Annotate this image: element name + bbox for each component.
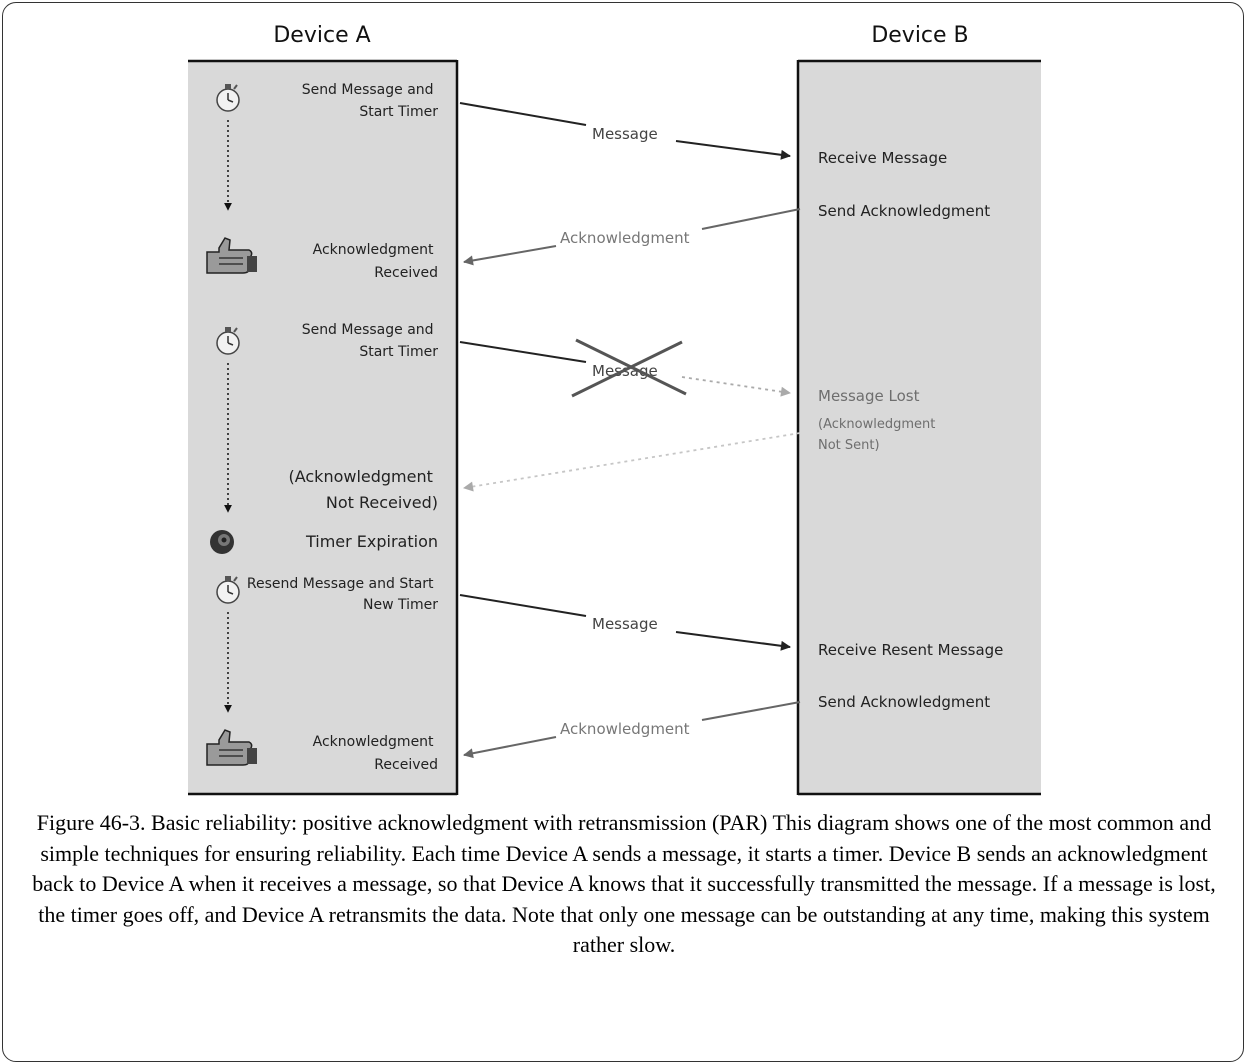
cross-mark [571, 340, 683, 398]
thumbs-up-icon [206, 237, 257, 274]
event-ack-received-label: Acknowledgment Received [313, 242, 438, 281]
message-arrow-label: Message [592, 615, 658, 633]
event-send-message-label: Send Message and Start Timer [302, 82, 439, 120]
device-b-title: Device B [871, 23, 968, 48]
missing-ack-arrow [463, 432, 801, 492]
ack-arrow-label: Acknowledgment [560, 720, 690, 738]
stopwatch-icon [216, 84, 240, 112]
event-ack-not-sent-label: (Acknowledgment Not Sent) [818, 417, 940, 453]
device-b-lane [796, 59, 1041, 796]
event-send-ack-label: Send Acknowledgment [818, 202, 990, 220]
figure-caption: Figure 46-3. Basic reliability: positive… [32, 810, 1216, 957]
event-send-ack-label: Send Acknowledgment [818, 693, 990, 711]
thumbs-up-icon [206, 729, 257, 766]
stopwatch-icon [216, 576, 240, 604]
event-ack-not-received-label: (Acknowledgment Not Received) [288, 467, 438, 512]
lost-message-arrow: Message [459, 338, 791, 398]
timer-expired-icon [210, 530, 234, 554]
ack-arrow: Acknowledgment [463, 208, 801, 266]
device-a-title: Device A [273, 23, 370, 48]
event-receive-resent-label: Receive Resent Message [818, 641, 1003, 659]
event-ack-received-label: Acknowledgment Received [313, 734, 438, 773]
event-resend-message-label: Resend Message and Start New Timer [247, 576, 438, 613]
event-message-lost-label: Message Lost [818, 387, 920, 405]
ack-arrow: Acknowledgment [463, 701, 801, 759]
event-receive-message-label: Receive Message [818, 149, 947, 167]
event-timer-expiration-label: Timer Expiration [305, 532, 438, 551]
par-sequence-diagram: Device A Device B [188, 23, 1041, 796]
resend-message-arrow: Message [459, 594, 791, 651]
device-a-lane [188, 59, 459, 796]
stopwatch-icon [216, 327, 240, 355]
event-send-message-label: Send Message and Start Timer [302, 322, 439, 360]
message-arrow: Message [459, 102, 791, 160]
ack-arrow-label: Acknowledgment [560, 229, 690, 247]
message-arrow-label: Message [592, 125, 658, 143]
